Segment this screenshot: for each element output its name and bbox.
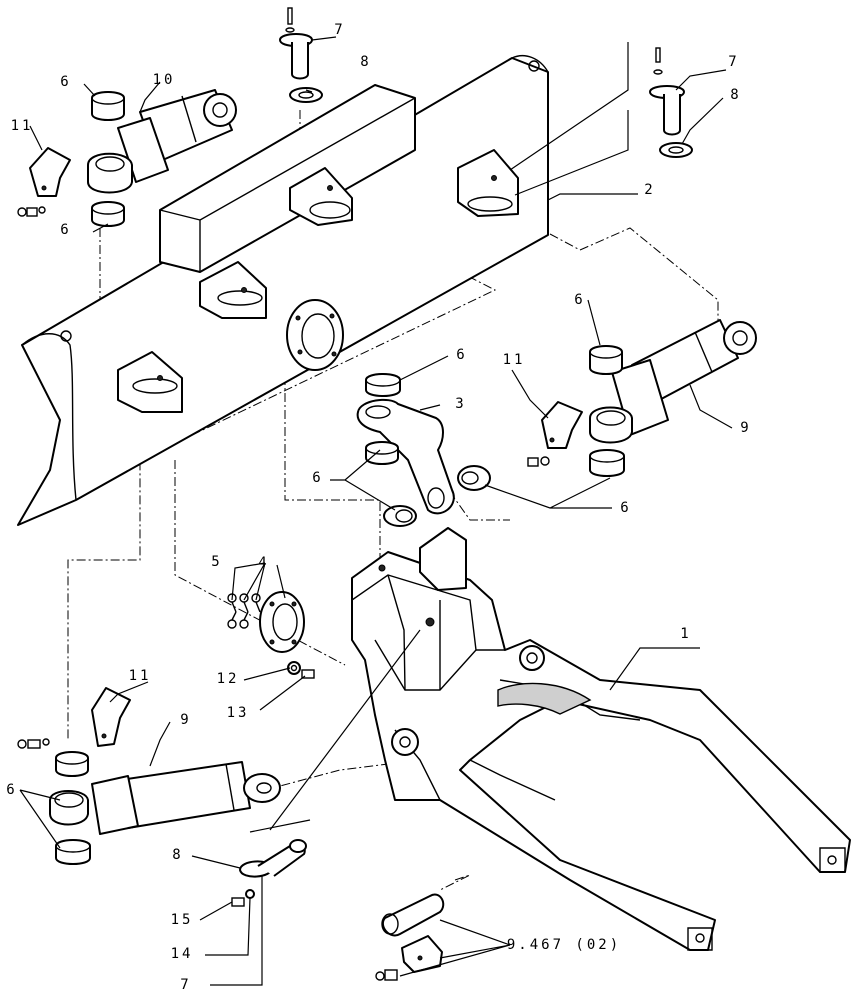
blade-bracket-right [457, 149, 519, 217]
callout-5: 5 [211, 554, 223, 570]
bushing-arm-mid [365, 441, 399, 465]
bolt-ref-9467 [375, 969, 398, 981]
blade-bracket-left-low [117, 351, 183, 413]
pin-bottom [239, 839, 307, 878]
callout-6-lower-left: 6 [6, 782, 18, 798]
screw-set [227, 593, 261, 629]
callout-4: 4 [258, 555, 270, 571]
callout-8-top-right: 8 [730, 87, 742, 103]
main-push-frame [351, 527, 851, 951]
pivot-arm [356, 398, 455, 515]
blade-pivot-ring [286, 299, 344, 371]
washer-top-right [659, 142, 693, 158]
mounting-bracket-top-left [29, 147, 71, 197]
bushing-right-lower [589, 449, 625, 477]
pin-ref-9467 [381, 893, 445, 937]
pin-top-right [649, 47, 685, 136]
bushing-top-lower [91, 201, 125, 227]
callout-6-arm-left: 6 [312, 470, 324, 486]
callout-10: 10 [152, 72, 176, 88]
callout-2: 2 [644, 182, 656, 198]
blade-bracket-left-mid [199, 261, 267, 319]
washer-top-center [289, 87, 323, 103]
hydraulic-cylinder-top [117, 89, 237, 183]
callout-1: 1 [680, 626, 692, 642]
cylinder-trunnion-top [87, 152, 133, 194]
dozer-blade [17, 54, 549, 526]
callout-8-top-center: 8 [360, 54, 372, 70]
mounting-bracket-right [541, 401, 583, 449]
bushing-lower-left-upper [55, 751, 89, 777]
callout-11-top-left: 11 [10, 118, 34, 134]
callout-8-bottom: 8 [172, 847, 184, 863]
callout-6-top-lower: 6 [60, 222, 72, 238]
callout-12: 12 [216, 671, 240, 687]
callout-ref-9-467: 9.467 (02) [506, 937, 622, 953]
callout-13: 13 [226, 705, 250, 721]
callout-9-lower-left: 9 [180, 712, 192, 728]
cylinder-trunnion-lower-left [49, 790, 89, 826]
leader-lines [19, 36, 733, 986]
bushing-lower-left-lower [55, 839, 91, 865]
callout-6-arm: 6 [456, 347, 468, 363]
hydraulic-cylinder-right [611, 319, 757, 436]
bolt-15 [231, 897, 245, 907]
callout-6-right-upper: 6 [574, 292, 586, 308]
callout-7-top-center: 7 [334, 22, 346, 38]
bushing-arm-top [365, 373, 401, 397]
bushing-right-upper [589, 345, 623, 375]
blade-bracket-center [289, 167, 353, 226]
callout-15: 15 [170, 912, 194, 928]
bushing-arm-low [383, 505, 417, 527]
clip-ref-9467 [401, 935, 443, 973]
hydraulic-cylinder-lower-left [91, 761, 281, 835]
washer-14 [245, 889, 255, 899]
callout-11-lower-left: 11 [128, 668, 152, 684]
callout-6-arm-right: 6 [620, 500, 632, 516]
callout-7-top-right: 7 [728, 54, 740, 70]
bushing-arm-right [457, 465, 491, 491]
flange-plate [259, 591, 305, 653]
cylinder-trunnion-right [589, 406, 633, 444]
bolt-right [527, 456, 550, 467]
callout-14: 14 [170, 946, 194, 962]
bolt-top-left [17, 206, 46, 217]
callout-3: 3 [455, 396, 467, 412]
bushing-top-upper [91, 91, 125, 121]
mounting-bracket-lower-left [91, 687, 131, 747]
pin-top-center [279, 7, 313, 80]
bolt-lower-left [17, 738, 50, 749]
callout-6-top-upper: 6 [60, 74, 72, 90]
callout-11-right: 11 [502, 352, 526, 368]
bolt-13 [301, 669, 315, 679]
callout-7-bottom: 7 [180, 977, 192, 993]
callout-9-right: 9 [740, 420, 752, 436]
